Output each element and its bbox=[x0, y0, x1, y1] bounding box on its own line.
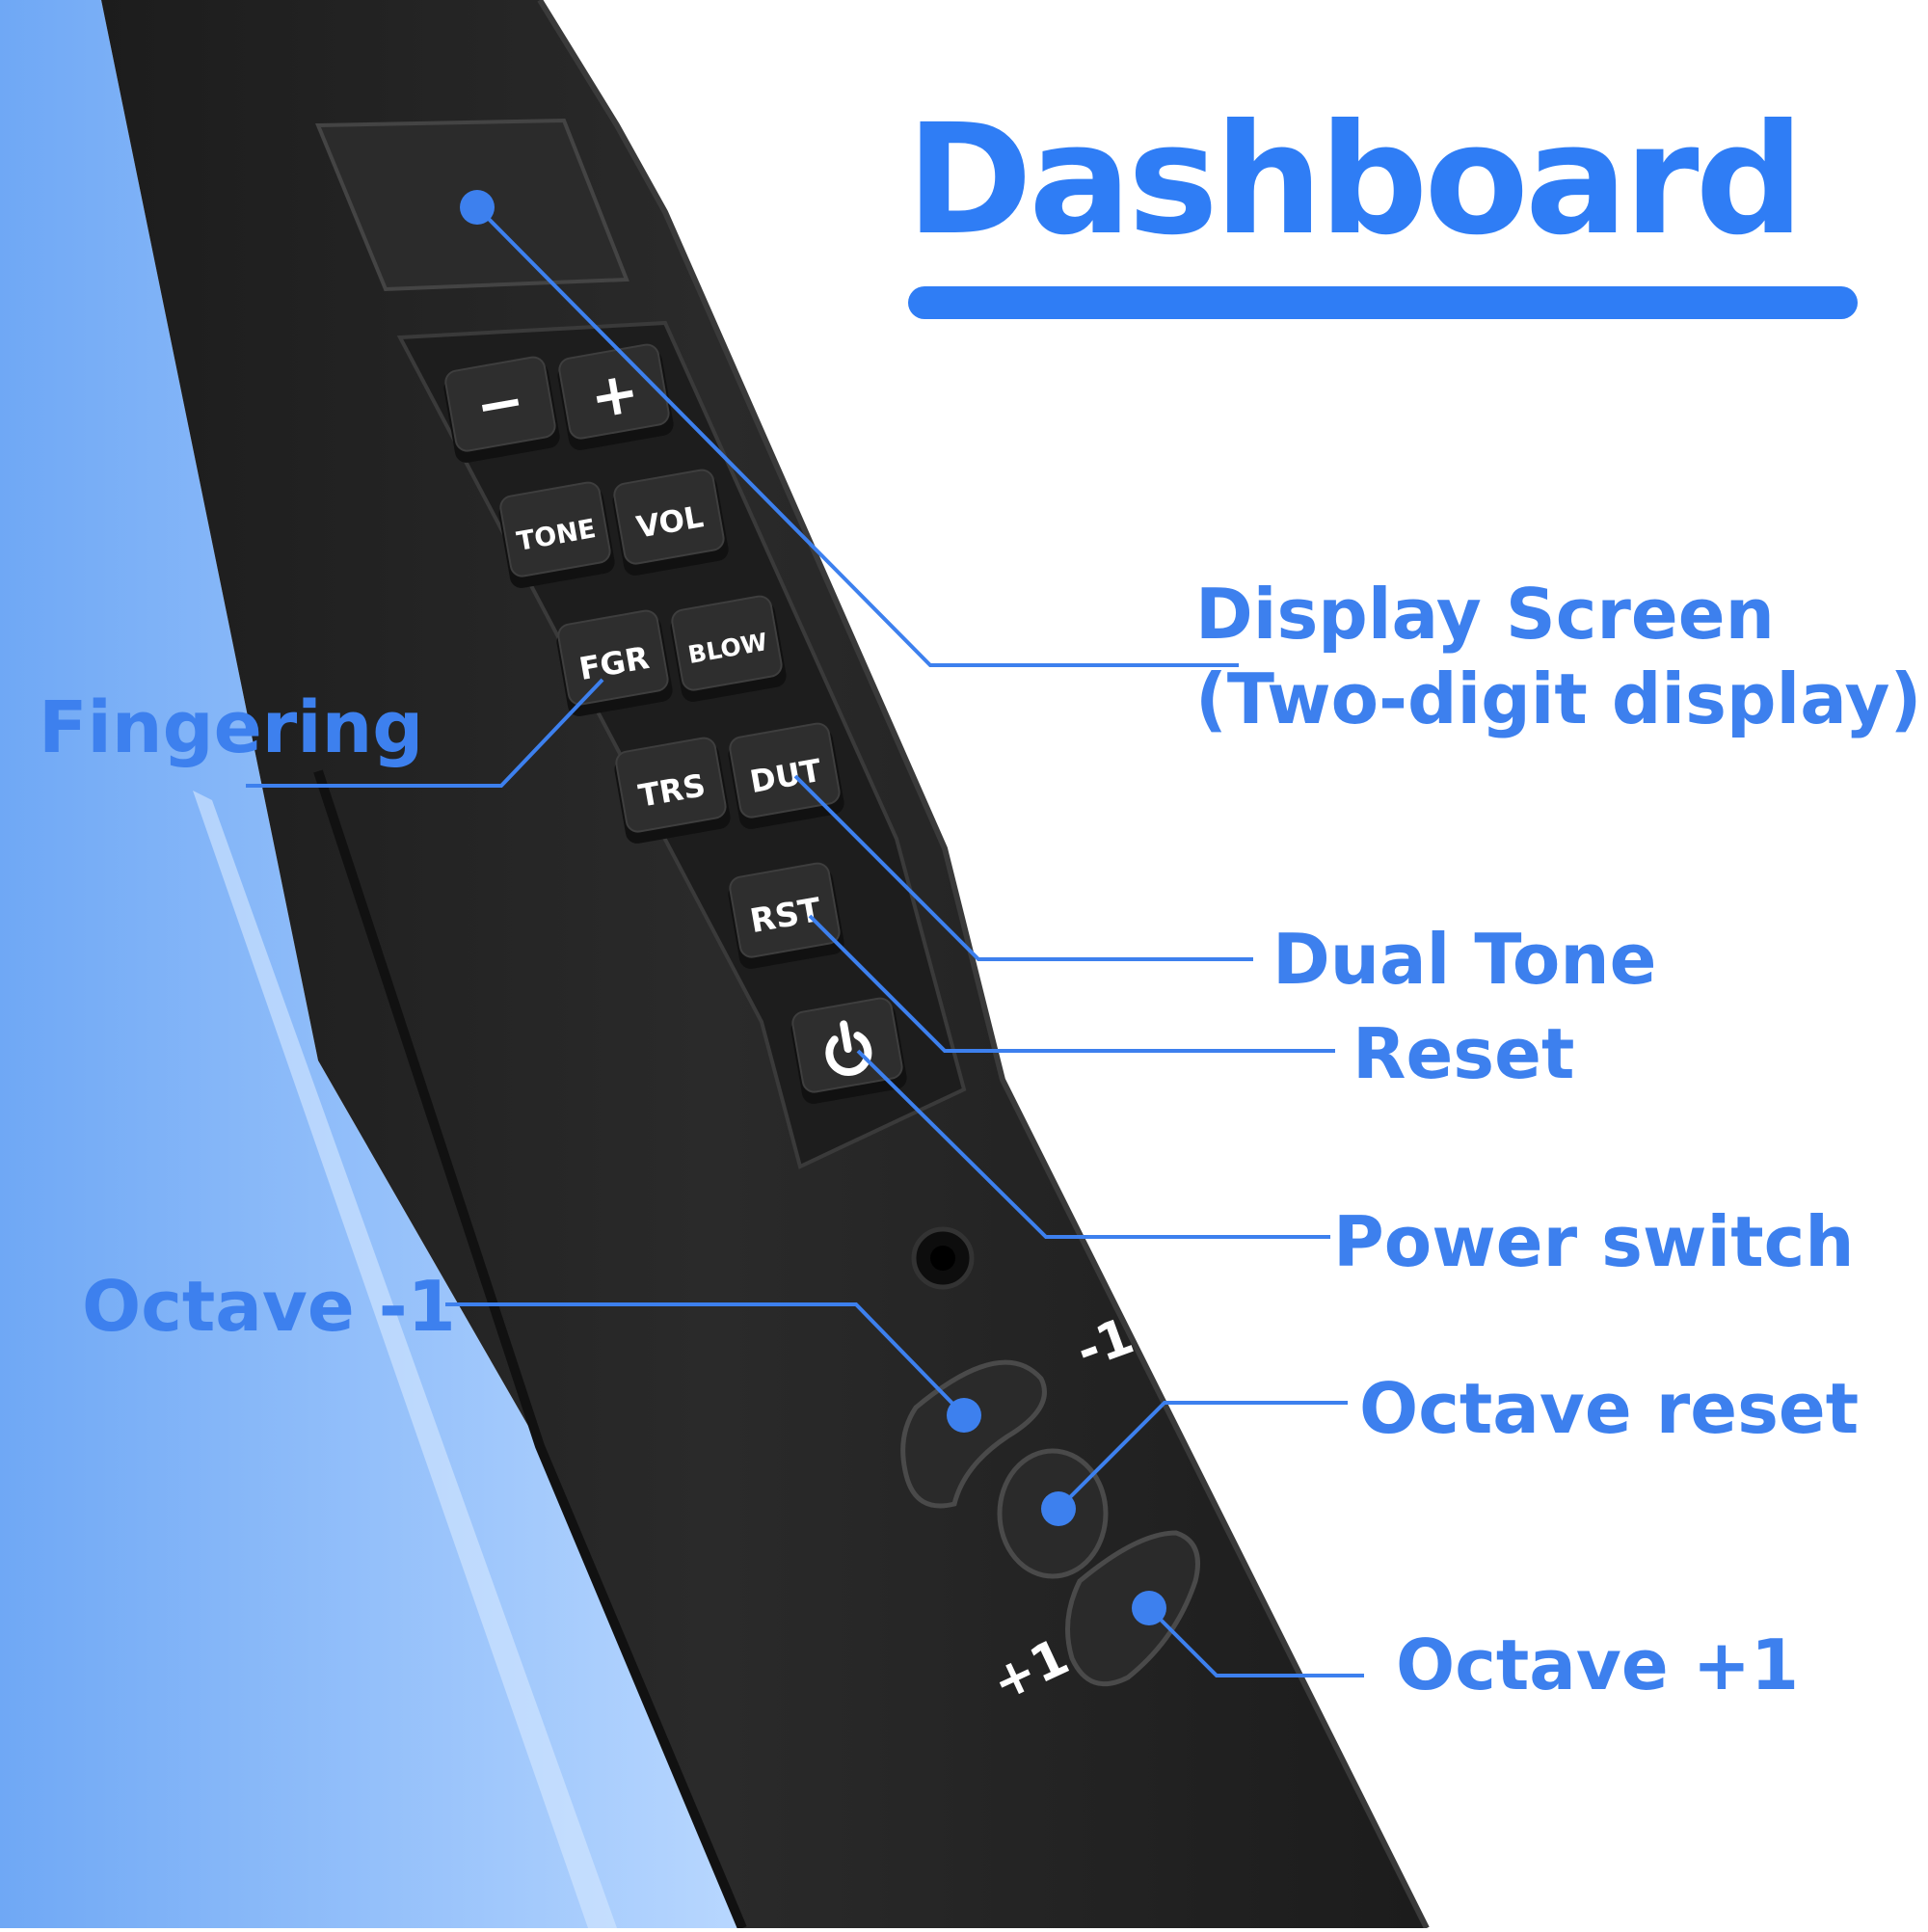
leader-reset bbox=[808, 914, 1335, 1053]
leader-octave-reset bbox=[1057, 1401, 1348, 1511]
trs-key[interactable]: TRS bbox=[612, 736, 733, 845]
dot-octave-minus bbox=[947, 1398, 981, 1433]
minus-key[interactable]: − bbox=[442, 355, 562, 465]
label-display-screen: Display Screen (Two-digit display) bbox=[1195, 573, 1921, 742]
headphone-jack bbox=[911, 1226, 975, 1290]
label-display-screen-line2: (Two-digit display) bbox=[1195, 657, 1922, 739]
label-octave-reset: Octave reset bbox=[1359, 1368, 1860, 1449]
instrument-side bbox=[0, 0, 742, 1928]
dot-octave-plus bbox=[1132, 1591, 1166, 1625]
body-groove bbox=[313, 769, 747, 1930]
page-title: Dashboard bbox=[906, 92, 1805, 269]
vol-key[interactable]: VOL bbox=[610, 468, 731, 577]
leader-octave-plus bbox=[1147, 1606, 1364, 1677]
dot-display bbox=[460, 190, 495, 225]
power-icon bbox=[825, 1020, 872, 1076]
leader-lines bbox=[246, 205, 1364, 1677]
dut-key[interactable]: DUT bbox=[726, 721, 846, 831]
plus-key-label: + bbox=[585, 358, 645, 433]
label-fingering: Fingering bbox=[39, 686, 424, 769]
minus-key-label: − bbox=[470, 366, 530, 442]
label-display-screen-line1: Display Screen bbox=[1195, 574, 1775, 655]
plus-key[interactable]: + bbox=[555, 342, 676, 452]
leader-dual-tone bbox=[793, 774, 1253, 961]
leader-octave-minus bbox=[445, 1302, 966, 1417]
leader-fingering bbox=[246, 678, 604, 788]
leader-display bbox=[475, 205, 1239, 667]
tone-key[interactable]: TONE bbox=[496, 480, 617, 590]
rst-key[interactable]: RST bbox=[726, 861, 846, 971]
leader-dots bbox=[460, 190, 1166, 1625]
instrument-body bbox=[0, 0, 1427, 1928]
title-underline bbox=[908, 286, 1858, 319]
dot-octave-reset bbox=[1041, 1491, 1076, 1526]
octave-minus-button[interactable] bbox=[900, 1359, 1047, 1509]
label-reset: Reset bbox=[1352, 1013, 1575, 1094]
leader-power bbox=[856, 1049, 1330, 1239]
label-dual-tone: Dual Tone bbox=[1272, 919, 1657, 1000]
instrument-side-highlight bbox=[193, 791, 617, 1928]
label-power-switch: Power switch bbox=[1333, 1201, 1855, 1282]
fgr-key[interactable]: FGR bbox=[554, 608, 675, 718]
power-key[interactable] bbox=[789, 996, 909, 1106]
instrument-body-edge bbox=[537, 0, 1430, 1930]
label-octave-minus: Octave -1 bbox=[82, 1266, 456, 1347]
blow-key[interactable]: BLOW bbox=[668, 594, 789, 704]
label-octave-plus: Octave +1 bbox=[1396, 1624, 1800, 1705]
